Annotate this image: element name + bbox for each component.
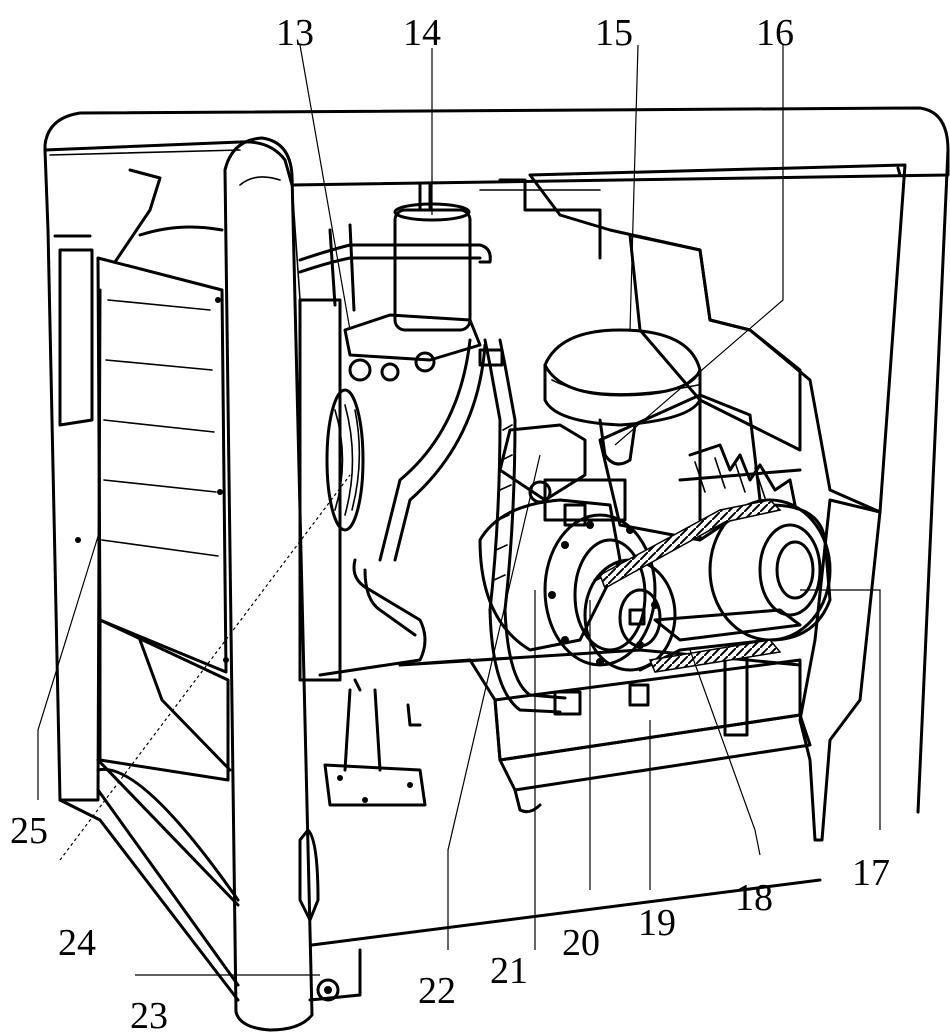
leader-17 (800, 589, 881, 830)
drain-plug (298, 828, 340, 1002)
callout-18: 18 (735, 877, 773, 919)
leader-15 (629, 44, 639, 331)
leader-22 (447, 454, 541, 950)
cooler-radiator (58, 168, 232, 782)
callout-13: 13 (276, 12, 314, 54)
leader-18 (689, 649, 761, 856)
callout-23: 23 (130, 995, 168, 1035)
oil-hose (478, 338, 582, 716)
callout-15: 15 (595, 12, 633, 54)
leader-lines (37, 44, 881, 976)
leader-16 (614, 45, 784, 446)
compressor-element (478, 423, 659, 667)
cabinet-frame (43, 106, 950, 1032)
air-filter (543, 328, 702, 466)
base-skid (398, 648, 812, 814)
callout-14: 14 (403, 12, 441, 54)
oil-separator-tank (298, 183, 492, 807)
callout-24: 24 (58, 922, 96, 964)
belt-drive (583, 498, 832, 673)
rear-panel (291, 163, 907, 842)
callout-25: 25 (10, 810, 48, 852)
callout-21: 21 (490, 950, 528, 992)
callout-22: 22 (418, 970, 456, 1012)
callout-19: 19 (638, 902, 676, 944)
callout-16: 16 (756, 12, 794, 54)
callout-17: 17 (852, 852, 890, 894)
callout-labels: 13 14 15 16 17 18 19 20 21 22 23 24 25 (10, 12, 890, 1035)
leader-25 (37, 529, 101, 800)
callout-20: 20 (562, 922, 600, 964)
leader-24 (59, 474, 351, 861)
leader-13 (299, 44, 351, 331)
electric-motor (598, 393, 802, 542)
